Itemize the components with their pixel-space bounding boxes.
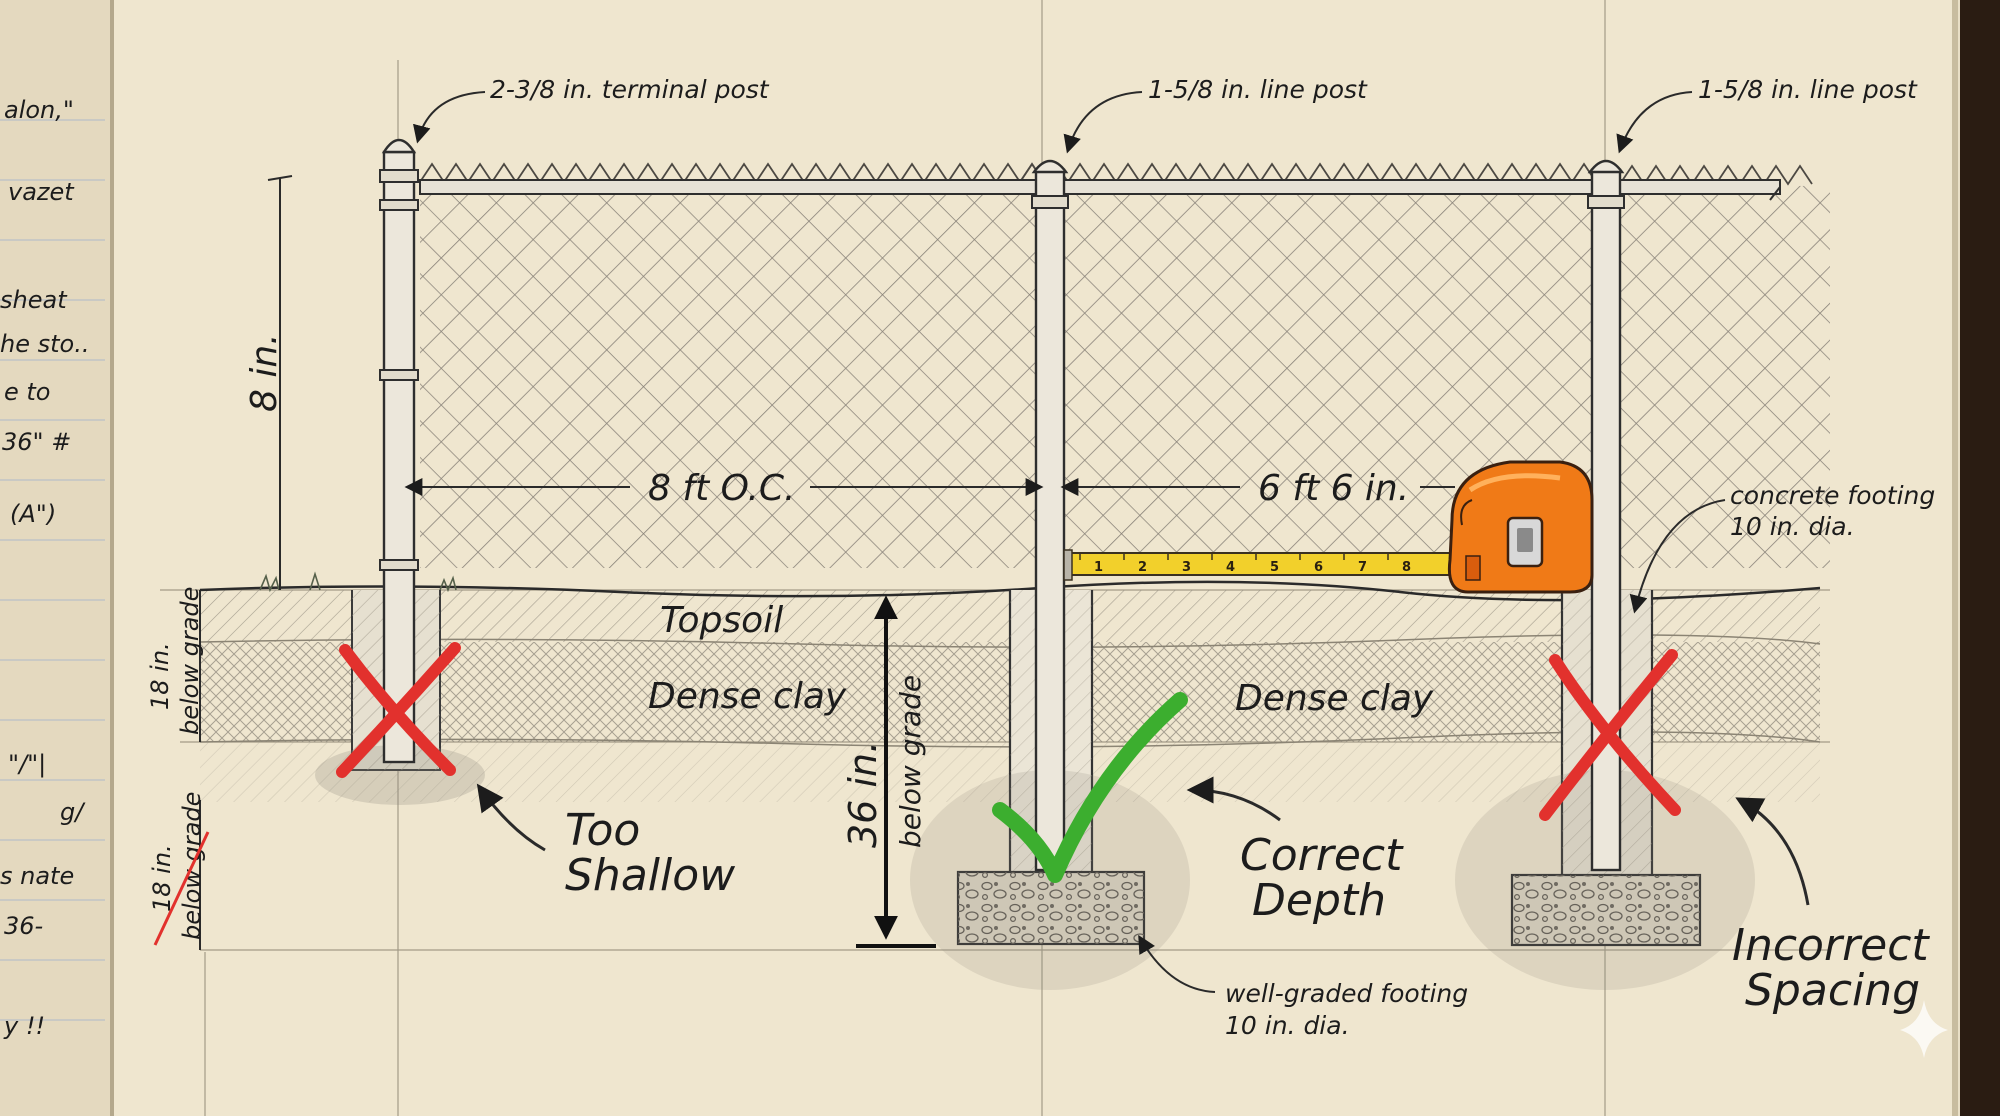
sparkle-icon xyxy=(1900,1000,1948,1058)
verdict-center-label-2: Depth xyxy=(1252,875,1386,926)
top-rail xyxy=(419,179,1781,201)
verdict-right-label-2: Spacing xyxy=(1745,965,1920,1016)
depth-dimension-low: 18 in. below grade xyxy=(148,792,210,950)
check-mark-center xyxy=(992,692,1188,883)
tape-tick-label: 8 xyxy=(1402,560,1411,575)
margin-note: g/ xyxy=(60,798,86,826)
verdict-correct-depth: Correct Depth xyxy=(1186,776,1404,926)
callout-line-post-1: 1-5/8 in. line post xyxy=(1063,75,1368,154)
verdict-center-label-1: Correct xyxy=(1240,830,1404,881)
depth-left-label-1: 18 in. xyxy=(146,642,174,710)
footing-center-label-1: well-graded footing xyxy=(1225,979,1468,1008)
clay-right-label: Dense clay xyxy=(1235,678,1434,719)
margin-note: 36" # xyxy=(2,428,71,456)
tape-tick-label: 7 xyxy=(1358,560,1367,575)
line-post-label-2: 1-5/8 in. line post xyxy=(1698,75,1918,104)
depth-center-label-2: below grade xyxy=(894,675,927,848)
margin-note: 36- xyxy=(4,912,43,940)
margin-note: y !! xyxy=(3,1012,45,1040)
verdict-left-label-1: Too xyxy=(565,805,640,856)
terminal-post xyxy=(379,138,419,764)
margin-note: vazet xyxy=(8,178,75,206)
margin-note: sheat xyxy=(0,286,68,314)
margin-notes: alon," vazet sheat he sto.. e to 36" # (… xyxy=(0,96,89,1040)
left-page-margin xyxy=(0,0,110,1116)
tape-tick-label: 1 xyxy=(1094,560,1103,575)
depth-dimension-left: 18 in. below grade xyxy=(146,587,204,742)
terminal-post-label: 2-3/8 in. terminal post xyxy=(490,75,770,104)
measuring-tape: 1 2 3 4 5 6 7 8 xyxy=(1063,460,1594,594)
depth-low-label-1: 18 in. xyxy=(148,844,176,912)
verdict-right-label-1: Incorrect xyxy=(1732,920,1930,971)
verdict-left-label-2: Shallow xyxy=(565,850,736,901)
callout-well-graded-footing: well-graded footing 10 in. dia. xyxy=(1138,934,1468,1040)
tape-tick-label: 5 xyxy=(1270,560,1279,575)
footing-right-label-1: concrete footing xyxy=(1730,481,1935,510)
spacing-right-label: 6 ft 6 in. xyxy=(1258,468,1409,509)
margin-note: alon," xyxy=(4,96,74,124)
left-page-lines xyxy=(0,119,105,1021)
tape-tick-label: 4 xyxy=(1226,560,1235,575)
callout-line-post-2: 1-5/8 in. line post xyxy=(1616,75,1918,154)
cross-mark-left xyxy=(336,642,461,778)
clay-left-label: Dense clay xyxy=(648,676,847,717)
footing-right-label-2: 10 in. dia. xyxy=(1730,512,1855,541)
topsoil-label: Topsoil xyxy=(660,600,783,641)
spacing-dimension-left: 8 ft O.C. xyxy=(404,468,1044,509)
margin-note: (A") xyxy=(10,500,56,528)
line-post-label-1: 1-5/8 in. line post xyxy=(1148,75,1368,104)
margin-note: he sto.. xyxy=(0,330,89,358)
tape-ticks: 1 2 3 4 5 6 7 8 xyxy=(1079,553,1411,575)
margin-note: e to xyxy=(4,378,51,406)
margin-note: "/"| xyxy=(8,750,46,778)
tape-tick-label: 3 xyxy=(1182,560,1191,575)
depth-dimension-center: 36 in. below grade xyxy=(841,595,936,948)
cross-mark-right xyxy=(1539,649,1681,821)
tape-tick-label: 6 xyxy=(1314,560,1323,575)
spacing-dimension-right: 6 ft 6 in. xyxy=(1060,468,1455,509)
spacing-left-label: 8 ft O.C. xyxy=(648,468,795,509)
tape-blade xyxy=(1065,552,1459,576)
depth-center-label-1: 36 in. xyxy=(841,741,885,848)
callout-terminal-post: 2-3/8 in. terminal post xyxy=(413,75,770,144)
verdict-incorrect-spacing: Incorrect Spacing xyxy=(1732,797,1930,1016)
fence-height-dimension: 8 in. xyxy=(244,175,293,590)
depth-left-label-2: below grade xyxy=(176,587,204,735)
verdict-too-shallow: Too Shallow xyxy=(476,783,736,901)
tape-tick-label: 2 xyxy=(1138,560,1147,575)
margin-note: s nate xyxy=(0,862,74,890)
footing-center-label-2: 10 in. dia. xyxy=(1225,1011,1350,1040)
fence-height-label: 8 in. xyxy=(244,333,285,412)
line-post-center xyxy=(1031,159,1069,872)
callout-concrete-footing: concrete footing 10 in. dia. xyxy=(1629,481,1935,614)
